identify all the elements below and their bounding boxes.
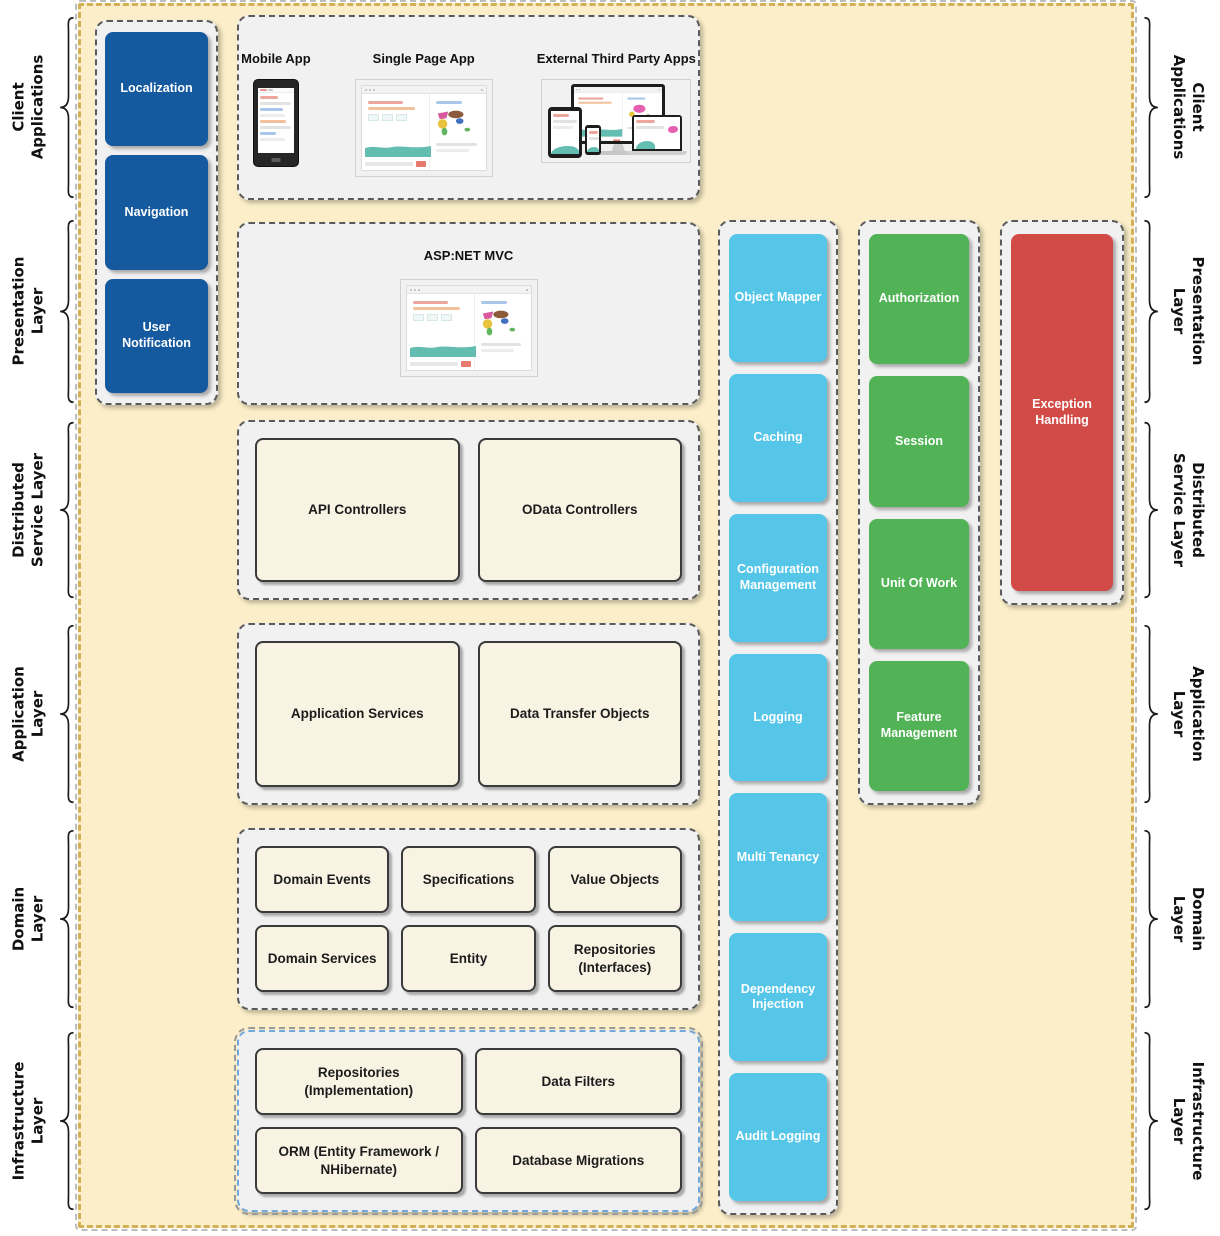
brace-right-distributed-service-layer bbox=[1142, 420, 1162, 600]
aspnet-mvc-title: ASP:NET MVC bbox=[423, 248, 514, 263]
box-logging: Logging bbox=[729, 653, 827, 782]
box-domain-services: Domain Services bbox=[255, 925, 390, 992]
box-data-filters: Data Filters bbox=[474, 1048, 682, 1115]
domain-panel: Domain Events Specifications Value Objec… bbox=[237, 828, 700, 1010]
phone-screen bbox=[257, 88, 294, 153]
phone-mockup bbox=[252, 79, 299, 167]
box-data-transfer-objects: Data Transfer Objects bbox=[477, 641, 682, 787]
spa-title: Single Page App bbox=[372, 51, 475, 66]
devices-mockup bbox=[541, 79, 692, 163]
box-value-objects: Value Objects bbox=[547, 846, 682, 913]
brace-right-presentation-layer bbox=[1142, 218, 1162, 405]
box-configuration-management: Configuration Management bbox=[729, 513, 827, 642]
monitor-stand bbox=[611, 143, 626, 152]
box-repositories-implementation: Repositories (Implementation) bbox=[255, 1048, 463, 1115]
application-panel: Application Services Data Transfer Objec… bbox=[237, 623, 700, 805]
world-map-graphic bbox=[437, 110, 471, 136]
box-user-notification: User Notification bbox=[105, 278, 208, 393]
aspnet-screenshot-mockup bbox=[399, 279, 538, 377]
mobile-app-title: Mobile App bbox=[241, 51, 311, 66]
box-entity: Entity bbox=[401, 925, 536, 992]
box-localization: Localization bbox=[105, 32, 208, 147]
box-repositories-interfaces: Repositories (Interfaces) bbox=[547, 925, 682, 992]
box-odata-controllers: OData Controllers bbox=[477, 438, 682, 582]
dashboard-mockup bbox=[360, 85, 487, 171]
brace-left-domain-layer bbox=[56, 828, 76, 1010]
box-multi-tenancy: Multi Tenancy bbox=[729, 793, 827, 922]
box-orm: ORM (Entity Framework / NHibernate) bbox=[255, 1127, 463, 1194]
external-apps-title: External Third Party Apps bbox=[536, 51, 696, 66]
brace-left-distributed-service-layer bbox=[56, 420, 76, 600]
brace-left-presentation-layer bbox=[56, 218, 76, 405]
infrastructure-panel: Repositories (Implementation) Data Filte… bbox=[234, 1027, 703, 1215]
distributed-service-panel: API Controllers OData Controllers bbox=[237, 420, 700, 600]
box-unit-of-work: Unit Of Work bbox=[869, 518, 969, 649]
brace-right-application-layer bbox=[1142, 623, 1162, 805]
monitor-base bbox=[596, 151, 641, 155]
cross-cutting-column-green: Authorization Session Unit Of Work Featu… bbox=[858, 220, 980, 805]
box-exception-handling: Exception Handling bbox=[1011, 234, 1113, 591]
tablet-mockup bbox=[548, 107, 583, 158]
box-audit-logging: Audit Logging bbox=[729, 1073, 827, 1202]
area-chart-graphic bbox=[364, 146, 431, 157]
box-feature-management: Feature Management bbox=[869, 660, 969, 791]
client-app-mobile: Mobile App bbox=[241, 51, 311, 167]
box-authorization: Authorization bbox=[869, 234, 969, 365]
cross-cutting-column-blue: Object Mapper Caching Configuration Mana… bbox=[718, 220, 838, 1215]
box-dependency-injection: Dependency Injection bbox=[729, 933, 827, 1062]
box-navigation: Navigation bbox=[105, 155, 208, 270]
box-database-migrations: Database Migrations bbox=[474, 1127, 682, 1194]
presentation-components-column: Localization Navigation User Notificatio… bbox=[95, 20, 218, 405]
brace-left-client-applications bbox=[56, 15, 76, 200]
brace-right-domain-layer bbox=[1142, 828, 1162, 1010]
box-api-controllers: API Controllers bbox=[255, 438, 460, 582]
box-object-mapper: Object Mapper bbox=[729, 234, 827, 362]
brace-right-client-applications bbox=[1142, 15, 1162, 200]
spa-screenshot-mockup bbox=[354, 79, 493, 177]
brace-right-infrastructure-layer bbox=[1142, 1030, 1162, 1212]
box-application-services: Application Services bbox=[255, 641, 460, 787]
client-app-spa: Single Page App bbox=[354, 51, 493, 177]
small-phone-mockup bbox=[585, 125, 602, 155]
box-specifications: Specifications bbox=[401, 846, 536, 913]
client-app-external: External Third Party Apps bbox=[537, 51, 696, 163]
brace-left-infrastructure-layer bbox=[56, 1030, 76, 1212]
laptop-mockup bbox=[627, 115, 688, 158]
box-caching: Caching bbox=[729, 373, 827, 502]
box-session: Session bbox=[869, 376, 969, 507]
brace-left-application-layer bbox=[56, 623, 76, 805]
box-domain-events: Domain Events bbox=[255, 846, 390, 913]
exception-column-red: Exception Handling bbox=[1000, 220, 1124, 605]
client-apps-panel: Mobile App Single Page App bbox=[237, 15, 700, 200]
presentation-panel: ASP:NET MVC bbox=[237, 222, 700, 405]
